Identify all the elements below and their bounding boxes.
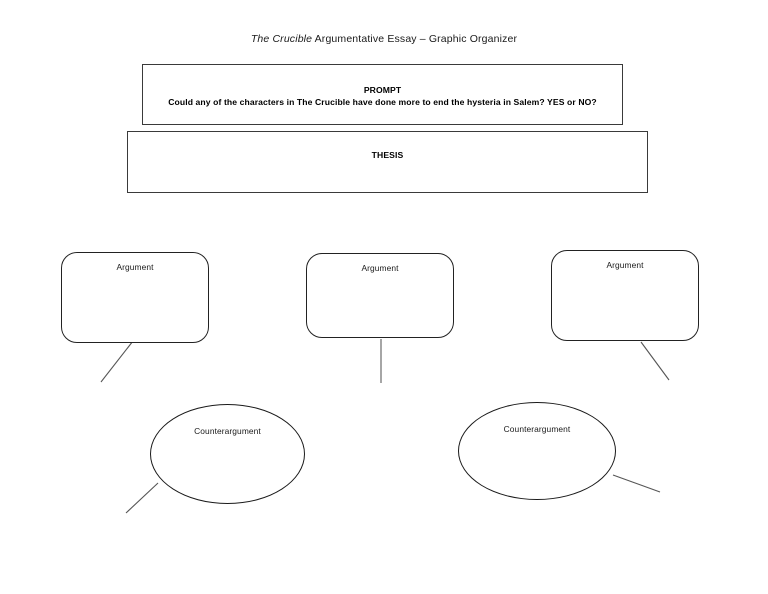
argument-box-2-label: Argument: [361, 263, 399, 273]
connector-argument1-to-counterargument1: [100, 340, 134, 383]
argument-box-2[interactable]: Argument: [306, 253, 454, 338]
counterargument-ellipse-1[interactable]: Counterargument: [150, 404, 305, 504]
argument-box-3[interactable]: Argument: [551, 250, 699, 341]
prompt-box[interactable]: PROMPT Could any of the characters in Th…: [142, 64, 623, 125]
counterargument-ellipse-2-label: Counterargument: [503, 424, 571, 434]
argument-box-1-label: Argument: [116, 262, 154, 272]
argument-box-3-label: Argument: [606, 260, 644, 270]
page-title-italic-segment: The Crucible: [250, 33, 313, 45]
thesis-box[interactable]: THESIS: [127, 131, 648, 193]
connector-counterargument2-down-right: [612, 474, 661, 493]
counterargument-ellipse-2[interactable]: Counterargument: [458, 402, 616, 500]
page-title-rest-segment: Argumentative Essay – Graphic Organizer: [312, 33, 518, 45]
page-title: The Crucible Argumentative Essay – Graph…: [0, 32, 768, 46]
prompt-question-text: Could any of the characters in The Cruci…: [168, 97, 597, 107]
counterargument-ellipse-1-label: Counterargument: [194, 426, 261, 436]
argument-box-1[interactable]: Argument: [61, 252, 209, 343]
connector-argument3-to-counterargument2: [640, 341, 670, 381]
prompt-heading: PROMPT: [363, 85, 402, 95]
connector-counterargument1-down-left: [125, 482, 159, 514]
thesis-heading: THESIS: [371, 150, 404, 160]
